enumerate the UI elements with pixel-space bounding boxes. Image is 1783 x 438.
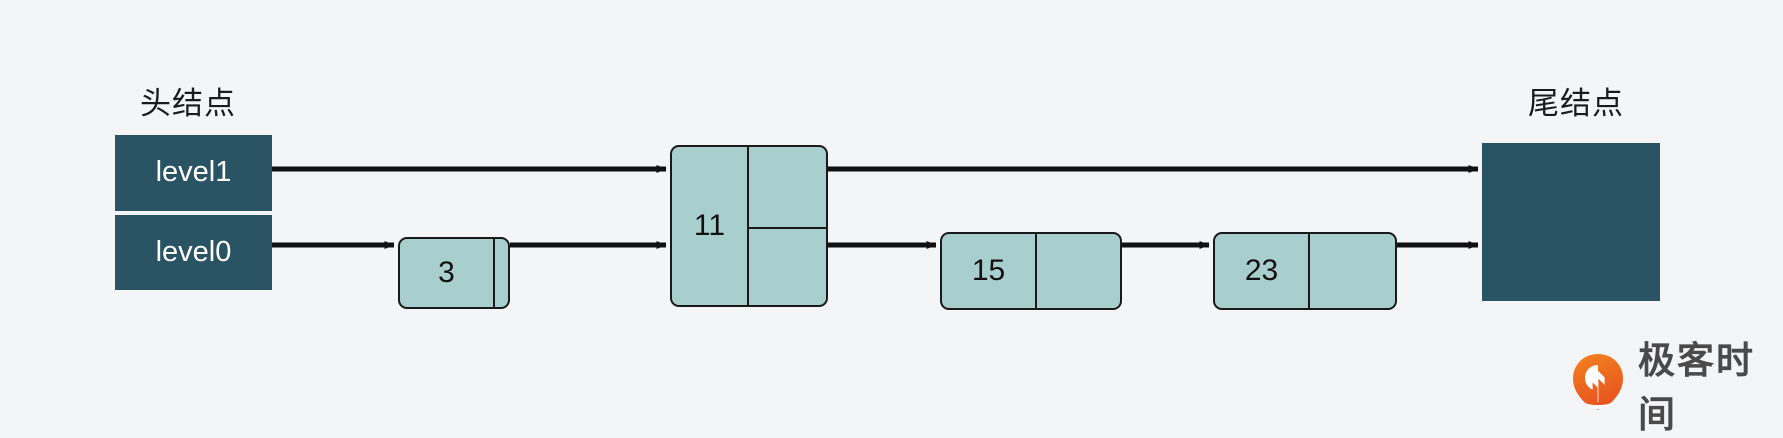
head-cell-level1: level1 [115,135,272,211]
node-value: 3 [438,256,455,289]
node-value: 15 [971,254,1006,287]
node-cell-divider [1035,234,1037,308]
node-value: 23 [1244,254,1279,287]
head-sentinel-node: level1 level0 [115,135,272,290]
skiplist-node-23: 23 [1213,232,1397,310]
node-level-divider [747,227,826,229]
tail-node-label: 尾结点 [1528,86,1624,121]
skiplist-node-3: 3 [398,237,510,309]
node-cell-divider [1308,234,1310,308]
node-cell-divider [747,147,749,305]
geekbang-watermark: 极客时间 [1572,330,1783,438]
geekbang-logo-icon [1572,353,1624,416]
node-cell-divider [493,239,495,307]
head-cell-level0-label: level0 [155,235,232,268]
head-node-label: 头结点 [140,86,236,121]
skiplist-node-15: 15 [940,232,1122,310]
skiplist-node-11: 11 [670,145,828,307]
node-value: 11 [693,209,726,242]
tail-sentinel-node [1482,143,1660,301]
head-cell-level1-label: level1 [155,156,232,189]
watermark-text: 极客时间 [1638,340,1755,435]
head-cell-level0: level0 [115,214,272,290]
